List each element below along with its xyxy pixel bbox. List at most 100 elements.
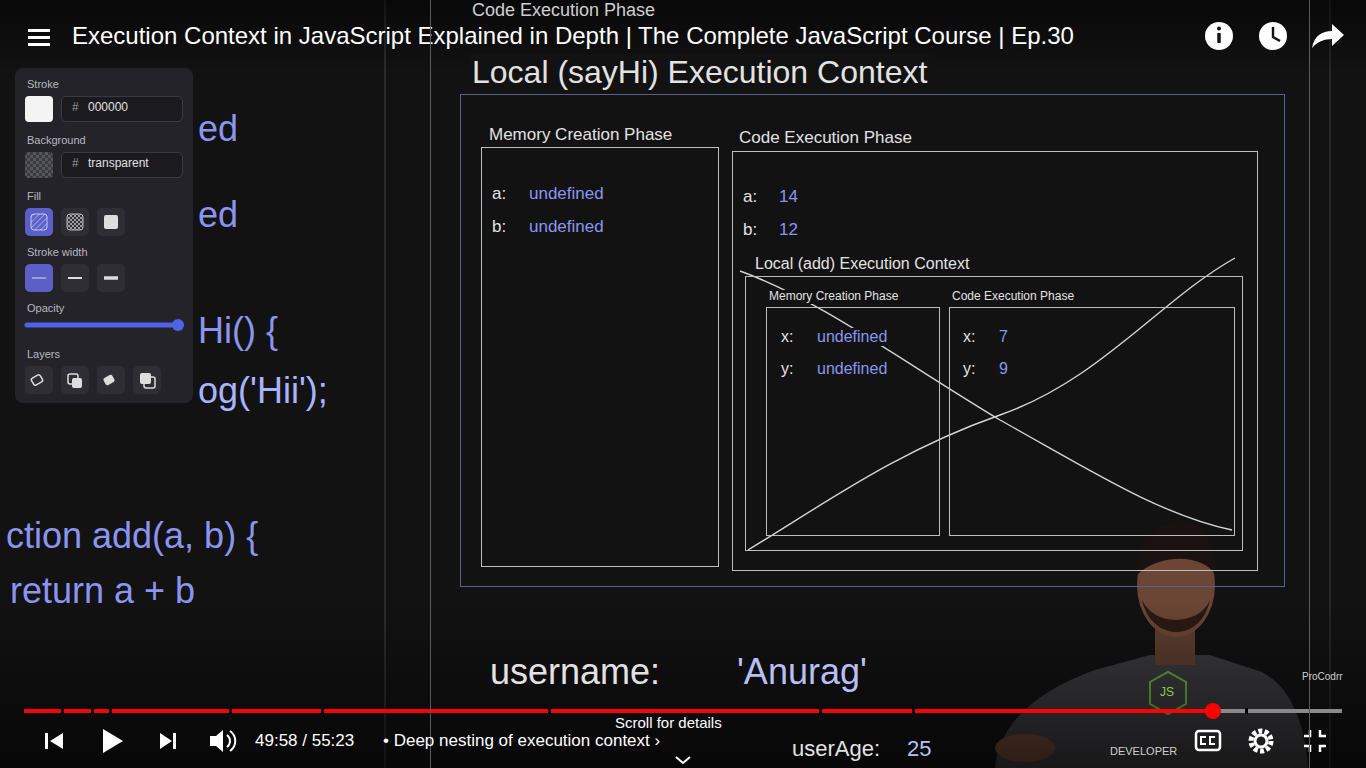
volume-icon — [210, 730, 223, 752]
captions-icon — [1210, 737, 1215, 744]
layer-button — [25, 366, 53, 394]
fill-button — [104, 215, 118, 229]
progress-knob — [1205, 703, 1221, 719]
menu-icon — [28, 36, 50, 39]
settings-icon — [1251, 731, 1271, 751]
controls-shade — [0, 600, 1366, 768]
variable-value: 9 — [997, 360, 1010, 378]
variable-name: y: — [779, 360, 795, 378]
clock-icon — [1273, 27, 1280, 41]
menu-icon — [28, 29, 50, 32]
panel-label: Fill — [25, 190, 43, 203]
phase-heading: Code Execution Phase — [470, 0, 657, 21]
layer-button — [97, 366, 125, 394]
code-fragment: Hi() { — [196, 310, 280, 351]
panel-label: Stroke width — [25, 246, 90, 259]
code-fragment: ed — [196, 108, 240, 149]
variable-name: b: — [490, 217, 508, 237]
global-code-execution-region: Code Execution Phase username: 'Anurag' use… — [430, 0, 1310, 768]
execution-context-box: Local (add) Execution ContextMemory Crea… — [745, 276, 1243, 551]
panel-label: Opacity — [25, 302, 66, 315]
variable-value: 7 — [997, 328, 1010, 346]
shirt-text: DEVELOPER — [1108, 745, 1179, 758]
stroke-width-button — [104, 276, 118, 280]
color-input: #000000 — [61, 96, 183, 122]
progress-played — [24, 709, 1213, 713]
fill-button — [67, 214, 83, 230]
phase-heading: Memory Creation Phase — [487, 125, 674, 145]
context-heading: Local (add) Execution Context — [753, 255, 971, 273]
cross-out-mark — [740, 258, 1235, 550]
panel-label: Stroke — [25, 78, 61, 91]
color-value: 000000 — [86, 101, 130, 115]
chapter-title: • Deep nesting of execution context › — [381, 731, 662, 751]
cross-line — [748, 258, 1235, 550]
next-icon — [160, 733, 172, 749]
variable-value: 25 — [905, 736, 933, 761]
variable-value: undefined — [527, 184, 606, 204]
info-icon — [1205, 22, 1233, 50]
fill-button — [31, 214, 47, 230]
properties-panel: StrokeBackgroundFillStroke widthOpacityL… — [15, 68, 193, 403]
phase-box: Code Execution Phasea:14b:12Local (add) … — [732, 151, 1258, 571]
phase-heading: Memory Creation Phase — [767, 290, 900, 304]
code-fragment: ed — [196, 194, 240, 235]
scroll-hint: Scroll for details — [613, 714, 724, 731]
presenter-hair — [1137, 523, 1216, 575]
code-fragment: og('Hii'); — [196, 370, 330, 411]
play-icon — [103, 729, 123, 753]
phase-box: Code Execution Phasex:7y:9 — [949, 307, 1235, 536]
stroke-width-button — [68, 277, 82, 279]
code-fragment: ction add(a, b) { — [4, 515, 260, 556]
opacity-slider — [27, 323, 178, 328]
variable-name: userAge: — [790, 736, 882, 761]
video-time: 49:58 / 55:23 — [253, 731, 356, 751]
variable-value: 'Anurag' — [735, 651, 869, 692]
color-input: #transparent — [61, 152, 183, 178]
info-icon — [1217, 33, 1220, 43]
settings-icon — [1255, 735, 1267, 747]
captions-icon — [1201, 737, 1206, 744]
variable-value: 14 — [777, 187, 800, 207]
panel-label: Background — [25, 134, 88, 147]
variable-value: undefined — [815, 328, 889, 346]
next-icon — [173, 733, 176, 749]
progress-track — [24, 709, 1342, 713]
variable-name: a: — [741, 187, 759, 207]
variable-name: x: — [961, 328, 977, 346]
stroke-width-button — [61, 264, 89, 292]
variable-name: a: — [490, 184, 508, 204]
phase-box: Memory Creation Phasex:undefinedy:undefi… — [766, 307, 940, 536]
background-swatch — [25, 152, 53, 178]
captions-icon — [1196, 731, 1220, 750]
hash-sign: # — [70, 157, 81, 171]
phase-heading: Code Execution Phase — [950, 290, 1076, 304]
cross-line — [740, 271, 1232, 530]
variable-name: username: — [488, 651, 662, 692]
variable-value: undefined — [815, 360, 889, 378]
variable-name: y: — [961, 360, 977, 378]
top-icons — [28, 22, 1344, 50]
stroke-width-button — [32, 278, 46, 279]
fill-button — [25, 208, 53, 236]
hash-sign: # — [70, 101, 81, 115]
clock-icon — [1259, 22, 1287, 50]
panel-label: Layers — [25, 348, 62, 361]
variable-value: undefined — [527, 217, 606, 237]
info-icon — [1217, 27, 1221, 31]
menu-icon — [28, 43, 50, 46]
phase-heading: Code Execution Phase — [737, 128, 914, 148]
share-icon — [1312, 24, 1344, 48]
logo-text: JS — [1158, 686, 1176, 700]
variable-value: 12 — [777, 220, 800, 240]
variable-name: x: — [779, 328, 795, 346]
chevron-icon — [676, 757, 690, 763]
volume-icon — [227, 735, 230, 747]
previous-icon — [50, 733, 63, 749]
video-title: Execution Context in JavaScript Explaine… — [70, 22, 1076, 50]
layer-button — [61, 366, 89, 394]
stroke-width-button — [97, 264, 125, 292]
exit-fullscreen-icon — [1304, 730, 1326, 752]
fill-button — [61, 208, 89, 236]
code-fragment: return a + b — [8, 570, 197, 611]
